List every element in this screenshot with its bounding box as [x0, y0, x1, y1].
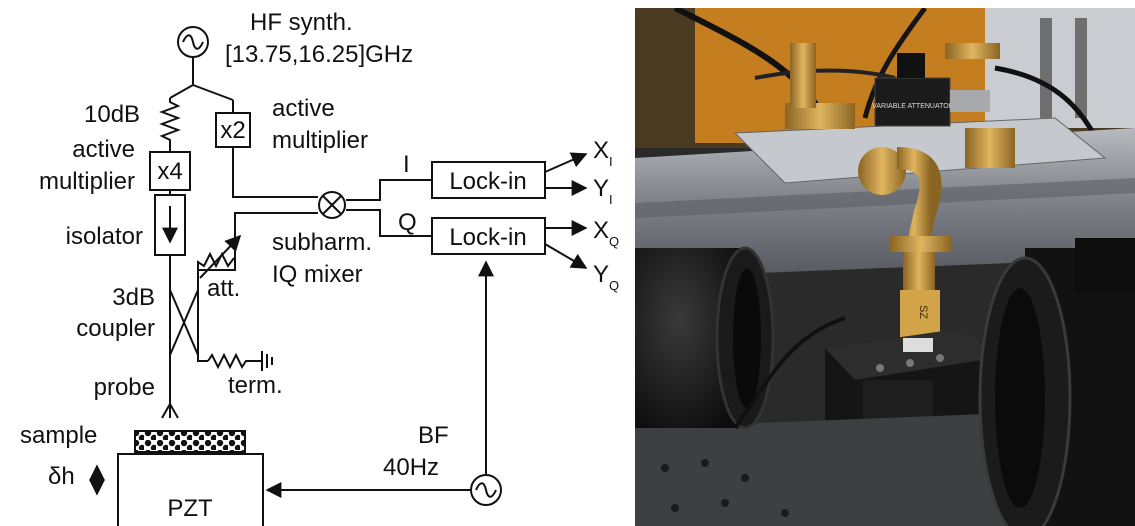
bf-freq-label: 40Hz	[383, 454, 439, 481]
sample-label: sample	[20, 422, 97, 449]
coupler-label-1: 3dB	[112, 284, 155, 311]
camera-left	[635, 246, 775, 430]
coupler-label-2: coupler	[76, 315, 155, 342]
i-wire	[346, 179, 432, 201]
variable-attenuator-icon	[197, 251, 235, 270]
iq-mixer-icon	[318, 191, 346, 219]
output-yi: YI	[593, 175, 613, 207]
q-wire	[346, 209, 432, 237]
setup-schematic: HF synth. [13.75,16.25]GHz 10dB x4 activ…	[20, 9, 619, 526]
i-label: I	[403, 151, 410, 178]
x4-label: x4	[157, 158, 182, 185]
probe-label: probe	[94, 374, 155, 401]
hf-synth-label: HF synth.	[250, 9, 353, 36]
output-yq: YQ	[593, 261, 619, 293]
output-xi: XI	[593, 137, 613, 169]
term-label: term.	[228, 372, 283, 399]
lo-wire	[232, 147, 318, 198]
sample-icon	[134, 430, 246, 453]
output-xq: XQ	[593, 217, 619, 249]
waveguide-flange	[858, 147, 906, 195]
mixer-label-1: subharm.	[272, 229, 372, 256]
x2-label: x2	[220, 117, 245, 144]
pzt-box	[117, 453, 264, 526]
termination-resistor-icon	[207, 352, 262, 370]
lockin-bottom-box	[431, 217, 546, 255]
pzt-label: PZT	[167, 495, 213, 522]
delta-h-label: δh	[48, 463, 75, 490]
hf-synth-range-label: [13.75,16.25]GHz	[225, 41, 413, 68]
camera-right	[978, 238, 1135, 526]
isolator-label: isolator	[66, 223, 143, 250]
mixer-label-2: IQ mixer	[272, 261, 363, 288]
attenuator-10db-icon	[159, 98, 181, 152]
probe-waveguide	[900, 290, 940, 338]
q-label: Q	[398, 209, 417, 236]
active-multiplier-left-label-1: active	[72, 136, 135, 163]
att-label: att.	[207, 275, 240, 302]
waveguide-label: SZ	[917, 305, 929, 319]
waveguide-bend	[896, 147, 942, 246]
active-multiplier-right-label-1: active	[272, 95, 335, 122]
bf-label: BF	[418, 422, 449, 449]
variable-attenuator-device	[874, 77, 951, 127]
probe-icon	[161, 403, 179, 419]
attenuator-device-label: VARIABLE ATTENUATOR	[872, 103, 954, 110]
lockin-top-label: Lock-in	[449, 168, 526, 195]
attenuator-10db-label: 10dB	[84, 101, 140, 128]
hf-synth-source-icon	[177, 26, 209, 58]
lockin-top-box	[431, 161, 546, 199]
active-multiplier-left-label-2: multiplier	[39, 168, 135, 195]
active-multiplier-right-label-2: multiplier	[272, 127, 368, 154]
bf-source-icon	[470, 474, 502, 506]
grey-cabinet	[985, 8, 1135, 128]
ground-icon	[261, 351, 273, 371]
lockin-bottom-label: Lock-in	[449, 224, 526, 251]
coupler-3db-icon	[169, 270, 199, 356]
setup-photo: VARIABLE ATTENUATOR SZ	[635, 8, 1135, 526]
